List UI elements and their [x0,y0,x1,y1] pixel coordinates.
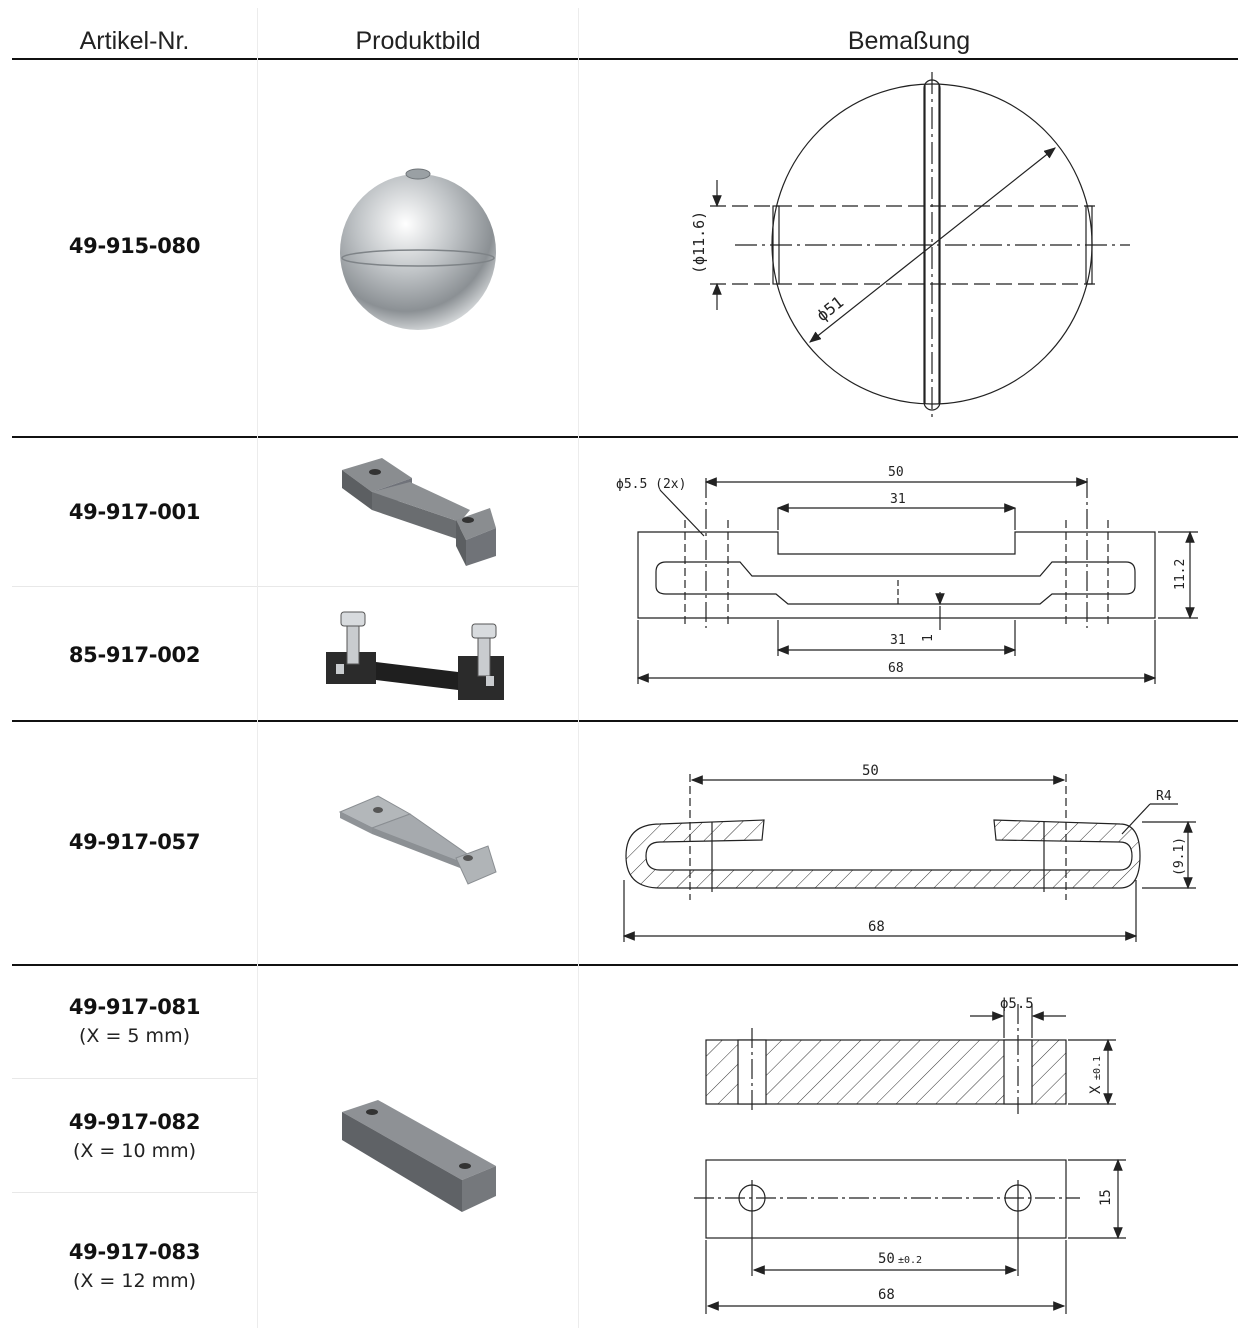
bracket-top-span-label: 50 [888,465,904,480]
bracket-inner-bottom-label: 31 [890,633,906,648]
article-number: 49-917-081 [68,995,201,1019]
block-hole-label: ϕ5.5 [1000,996,1034,1012]
block-span-tolerance: ±0.2 [898,1255,922,1266]
block-dimension-drawing [694,1004,1126,1314]
ball-bore-label: (ϕ11.6) [690,211,708,274]
row-rule [12,964,1238,966]
row-rule [12,436,1238,438]
block-length-label: 68 [878,1287,895,1303]
article-number: 49-915-080 [68,234,201,258]
clip-photo [338,795,497,885]
header-rule [12,58,1238,60]
article-note: (X = 5 mm) [79,1025,190,1047]
steel-ball-photo [340,168,496,330]
sub-row-rule [12,1192,257,1193]
row-rule [12,720,1238,722]
header-article: Artikel-Nr. [79,27,190,55]
clip-length-label: 68 [868,919,885,935]
header-dimension: Bemaßung [847,27,971,55]
article-number: 49-917-083 [68,1240,201,1264]
bracket-dimension-drawing [636,477,1198,684]
bracket-hole-label: ϕ5.5 (2x) [616,477,686,492]
bracket-height-label: 11.2 [1173,559,1188,590]
bracket-with-screws-photo [326,611,504,700]
article-number: 49-917-001 [68,500,201,524]
sub-row-rule [12,1078,257,1079]
bracket-step-label: 1 [921,634,936,642]
clip-span-label: 50 [862,763,879,779]
ball-diameter-label: ϕ51 [813,292,847,325]
bracket-inner-top-label: 31 [890,492,906,507]
block-width-label: 15 [1098,1189,1114,1206]
sub-row-rule [12,586,578,587]
clip-dimension-drawing [622,774,1196,942]
clip-radius-label: R4 [1156,789,1172,804]
block-thickness-tolerance: ±0.1 [1092,1056,1103,1080]
bracket-length-label: 68 [888,661,904,676]
article-note: (X = 12 mm) [72,1270,197,1292]
block-photo [342,1100,496,1212]
article-number: 85-917-002 [68,643,201,667]
block-thickness-label: X [1088,1085,1104,1094]
clip-height-label: (9.1) [1172,837,1187,876]
ball-dimension-drawing [710,72,1130,420]
column-divider [257,8,258,1328]
article-note: (X = 10 mm) [72,1140,197,1162]
article-number: 49-917-082 [68,1110,201,1134]
column-divider [578,8,579,1328]
block-span-label: 50 [878,1251,895,1267]
article-number: 49-917-057 [68,830,201,854]
header-product-image: Produktbild [355,27,481,55]
bracket-photo [342,458,496,566]
